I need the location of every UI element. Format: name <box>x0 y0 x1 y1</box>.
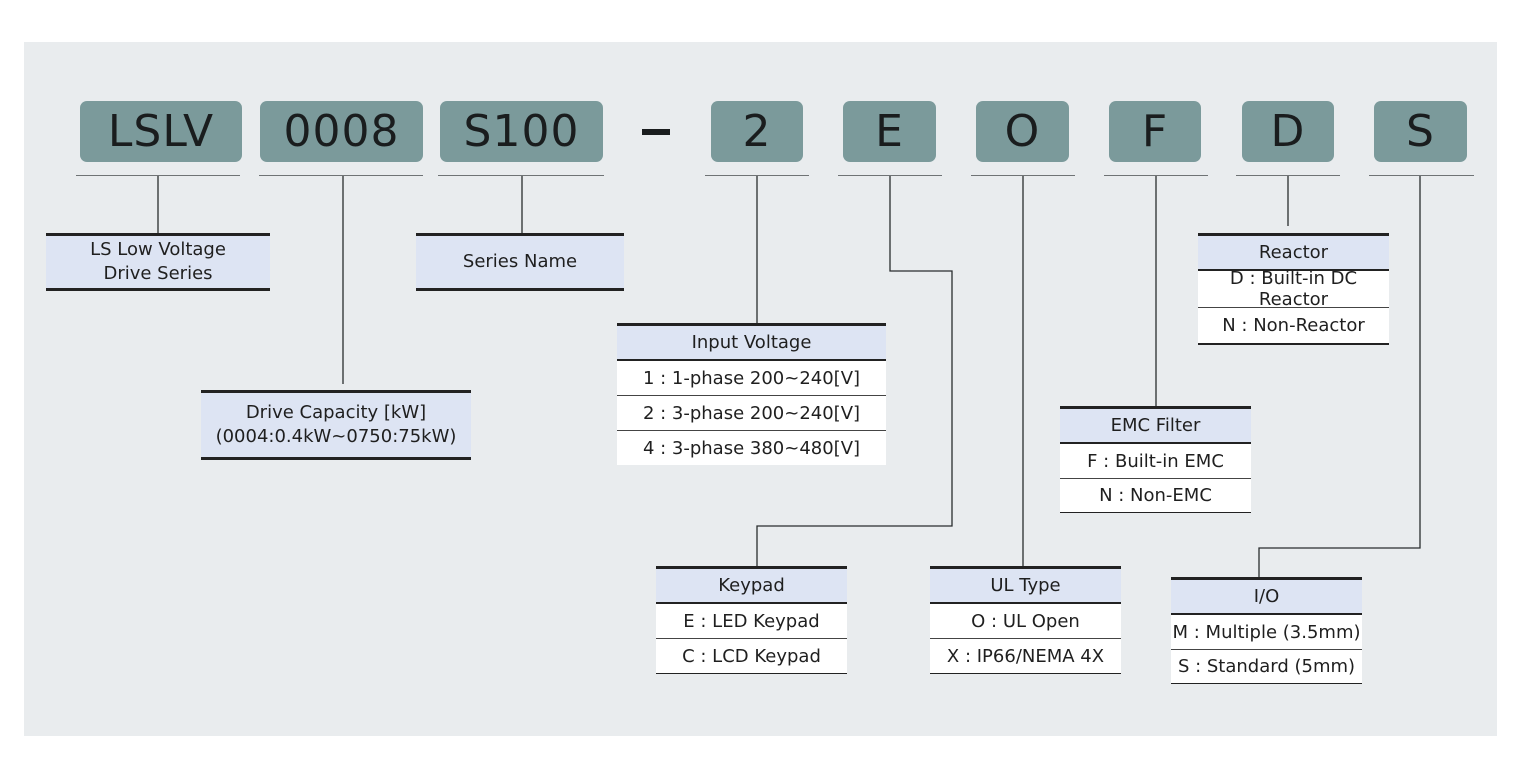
spec-row: F : Built-in EMC <box>1060 444 1251 478</box>
spec-table-emc-filter: EMC Filter F : Built-in EMC N : Non-EMC <box>1060 406 1251 513</box>
title-line: Drive Capacity [kW] <box>245 402 427 423</box>
code-segment-keypad: E <box>843 101 936 162</box>
code-underline <box>76 175 240 176</box>
code-underline <box>971 175 1075 176</box>
code-underline <box>1104 175 1208 176</box>
spec-table-title: Series Name <box>416 236 624 288</box>
code-segment-ul-type: O <box>976 101 1069 162</box>
code-segment-io: S <box>1374 101 1467 162</box>
spec-table-title: LS Low Voltage Drive Series <box>46 236 270 288</box>
code-underline <box>438 175 604 176</box>
spec-table-title: UL Type <box>930 569 1121 604</box>
code-underline <box>1236 175 1340 176</box>
spec-row: O : UL Open <box>930 604 1121 638</box>
code-segment-emc-filter: F <box>1109 101 1201 162</box>
spec-table-series-name: Series Name <box>416 233 624 291</box>
spec-row: D : Built-in DC Reactor <box>1198 268 1389 310</box>
spec-table-title: I/O <box>1171 580 1362 615</box>
spec-row: S : Standard (5mm) <box>1171 649 1362 683</box>
code-underline <box>1369 175 1474 176</box>
spec-row: M : Multiple (3.5mm) <box>1171 615 1362 649</box>
spec-row: 1 : 1-phase 200~240[V] <box>617 361 886 395</box>
code-segment-input-voltage: 2 <box>711 101 803 162</box>
spec-table-keypad: Keypad E : LED Keypad C : LCD Keypad <box>656 566 847 674</box>
spec-table-title: Reactor <box>1198 236 1389 271</box>
spec-row: E : LED Keypad <box>656 604 847 638</box>
code-separator-dash <box>642 129 670 135</box>
title-line: LS Low Voltage <box>90 239 226 260</box>
spec-table-reactor: Reactor D : Built-in DC Reactor N : Non-… <box>1198 233 1389 345</box>
code-segment-series-name: S100 <box>440 101 603 162</box>
spec-table-capacity: Drive Capacity [kW] (0004:0.4kW~0750:75k… <box>201 390 471 460</box>
spec-row: N : Non-Reactor <box>1198 307 1389 343</box>
spec-table-ul-type: UL Type O : UL Open X : IP66/NEMA 4X <box>930 566 1121 674</box>
spec-row: 2 : 3-phase 200~240[V] <box>617 395 886 430</box>
spec-table-title: EMC Filter <box>1060 409 1251 444</box>
spec-table-title: Keypad <box>656 569 847 604</box>
spec-table-title: Input Voltage <box>617 326 886 361</box>
spec-row: 4 : 3-phase 380~480[V] <box>617 430 886 465</box>
spec-row: N : Non-EMC <box>1060 478 1251 512</box>
spec-row: C : LCD Keypad <box>656 638 847 673</box>
spec-table-io: I/O M : Multiple (3.5mm) S : Standard (5… <box>1171 577 1362 684</box>
spec-table-series: LS Low Voltage Drive Series <box>46 233 270 291</box>
code-segment-reactor: D <box>1242 101 1334 162</box>
code-underline <box>705 175 809 176</box>
title-line: (0004:0.4kW~0750:75kW) <box>215 426 457 447</box>
spec-row: X : IP66/NEMA 4X <box>930 638 1121 673</box>
code-segment-series: LSLV <box>80 101 242 162</box>
code-underline <box>259 175 423 176</box>
title-line: Drive Series <box>103 263 213 284</box>
code-underline <box>838 175 942 176</box>
code-segment-capacity: 0008 <box>260 101 423 162</box>
spec-table-title: Drive Capacity [kW] (0004:0.4kW~0750:75k… <box>201 393 471 457</box>
spec-table-input-voltage: Input Voltage 1 : 1-phase 200~240[V] 2 :… <box>617 323 886 465</box>
